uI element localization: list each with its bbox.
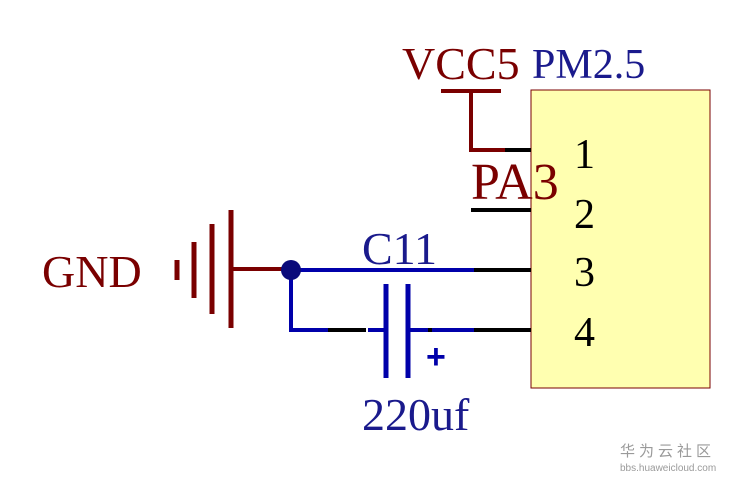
- cap-polarity-mark: +: [426, 338, 446, 376]
- pin-number-2: 2: [574, 192, 595, 238]
- pa-net-label: PA3: [471, 154, 559, 211]
- cap-value-label: 220uf: [362, 389, 470, 440]
- component-name: PM2.5: [532, 42, 645, 88]
- junction-dot: [281, 260, 301, 280]
- watermark-brand: 华为云社区: [620, 443, 715, 460]
- vcc-wire: [469, 91, 505, 152]
- vcc-net-label: VCC5: [402, 38, 520, 89]
- pin-number-3: 3: [574, 250, 595, 296]
- pin-number-4: 4: [574, 310, 595, 356]
- component-body: [530, 89, 711, 389]
- watermark-url: bbs.huaweicloud.com: [620, 463, 716, 474]
- gnd-net-label: GND: [42, 246, 142, 297]
- pin-number-1: 1: [574, 132, 595, 178]
- wire-gnd-to-cap: [289, 270, 330, 332]
- cap-ref-label: C11: [362, 223, 437, 274]
